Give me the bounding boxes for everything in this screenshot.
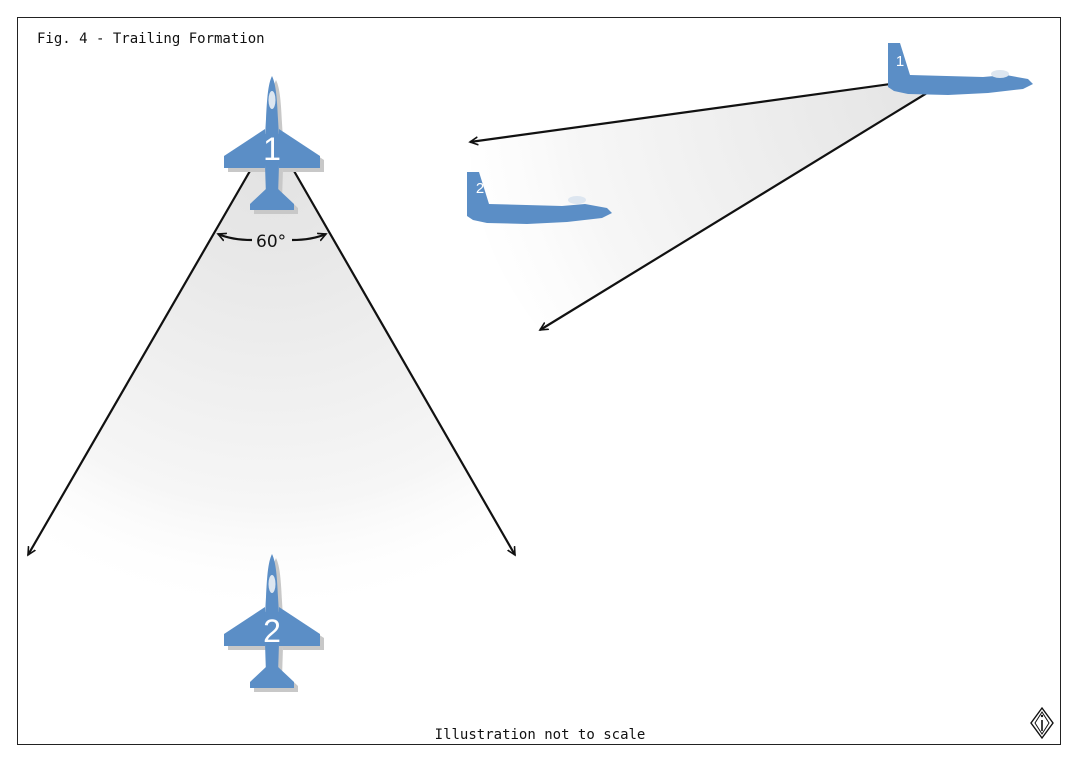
angle-arc-right <box>291 234 326 240</box>
angle-label: 60° <box>256 232 286 252</box>
lead-number-side: 1 <box>896 53 904 70</box>
angle-arc-left <box>218 234 253 240</box>
wingman-number-side: 2 <box>476 180 484 197</box>
scale-note: Illustration not to scale <box>434 727 646 743</box>
cone-edge-left <box>27 163 255 555</box>
lead-aircraft-top-icon: 1 <box>224 76 324 214</box>
lead-aircraft-side-icon: 1 <box>888 43 1033 95</box>
visibility-cone-top <box>28 168 515 608</box>
side-view: 1 2 <box>467 43 1033 331</box>
wingman-aircraft-side-icon: 2 <box>467 172 612 224</box>
lead-number-top: 1 <box>263 131 281 167</box>
visibility-cone-side <box>470 82 940 330</box>
compass-diamond-icon <box>1030 706 1054 740</box>
wingman-number-top: 2 <box>263 613 281 649</box>
cone-edge-right <box>289 163 516 555</box>
wingman-aircraft-top-icon: 2 <box>224 554 324 692</box>
figure-title: Fig. 4 - Trailing Formation <box>37 31 265 47</box>
side-edge-upper <box>470 80 906 142</box>
top-view: 60° 1 2 <box>27 76 516 692</box>
figure-frame <box>17 17 1061 745</box>
side-edge-lower <box>540 84 941 331</box>
